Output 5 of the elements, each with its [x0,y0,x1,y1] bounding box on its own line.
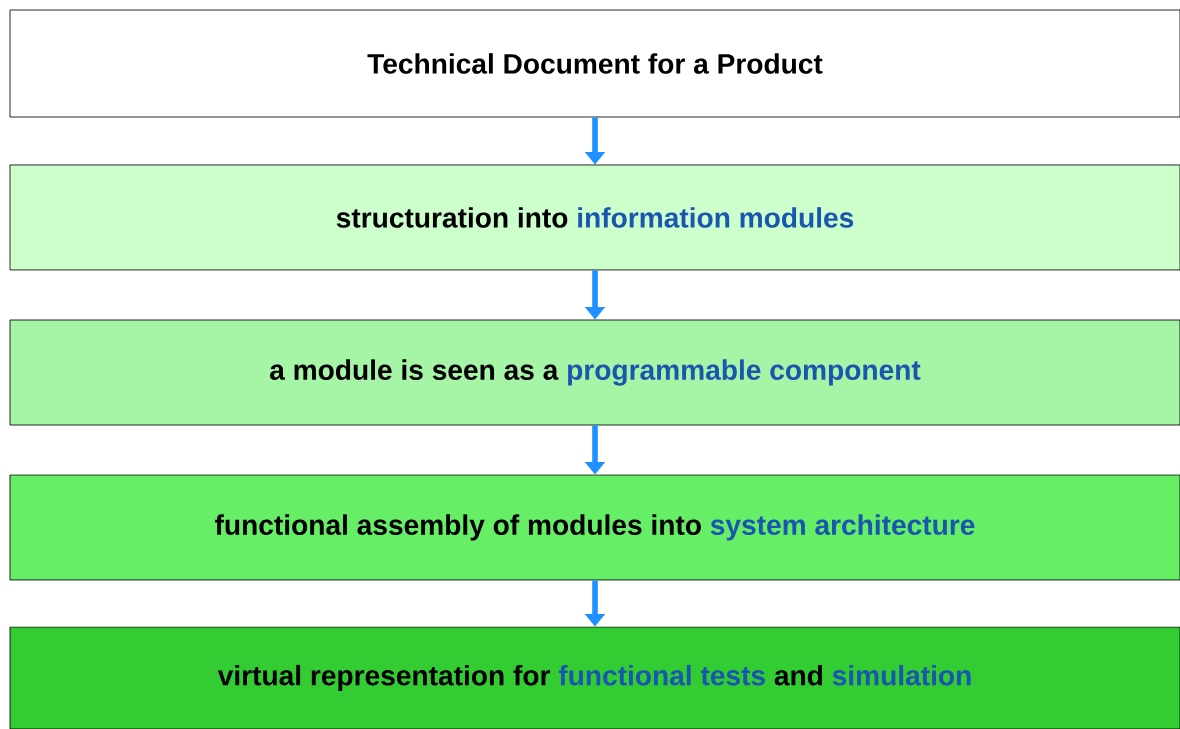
process-box: virtual representation for functional tests and simulation [9,626,1180,729]
process-box: Technical Document for a Product [9,9,1180,118]
process-box: a module is seen as a programmable component [9,319,1180,426]
process-box: functional assembly of modules into system architecture [9,474,1180,581]
process-box: structuration into information modules [9,164,1180,271]
